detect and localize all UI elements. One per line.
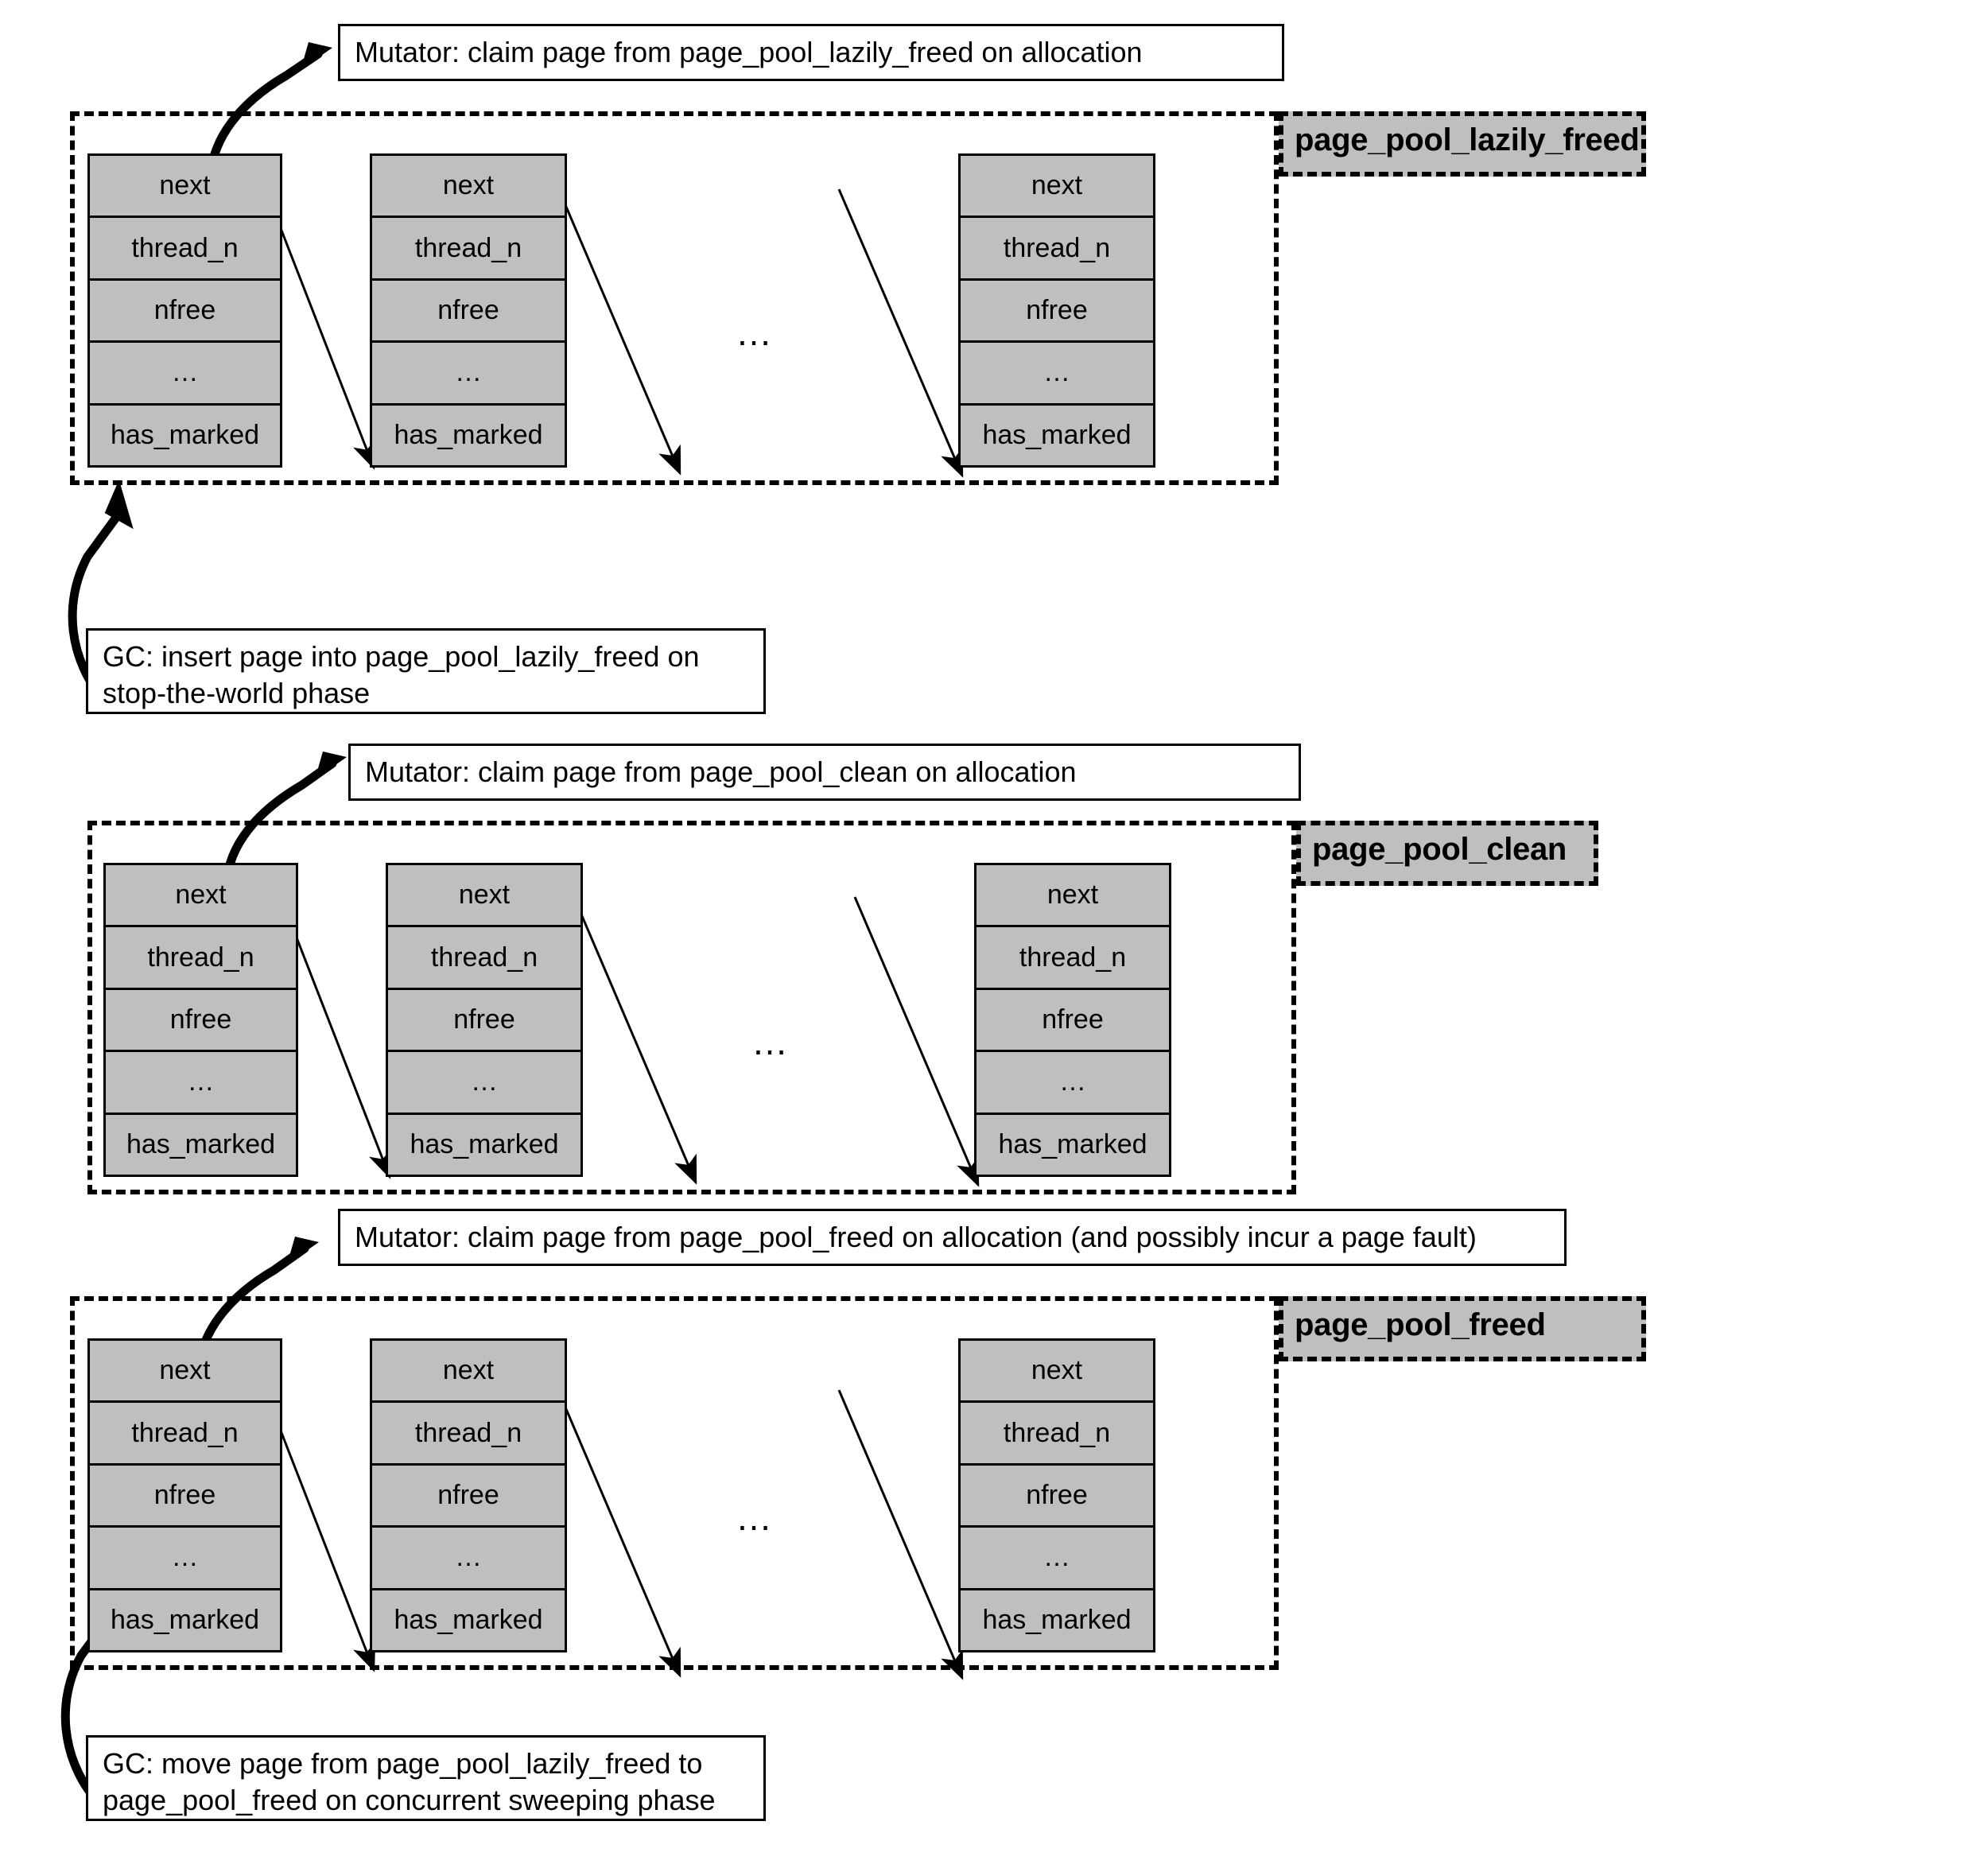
page-block: next thread_n nfree … has_marked: [958, 153, 1155, 468]
page-block: next thread_n nfree … has_marked: [370, 1338, 567, 1652]
page-field-next: next: [961, 156, 1153, 219]
callout-gc-freed: GC: move page from page_pool_lazily_free…: [86, 1735, 766, 1821]
page-block: next thread_n nfree … has_marked: [103, 863, 298, 1177]
page-field-ellipsis: …: [90, 1528, 280, 1590]
page-field-thread-n: thread_n: [372, 1403, 565, 1466]
page-field-ellipsis: …: [372, 343, 565, 406]
blocks-gap-ellipsis: …: [751, 1021, 793, 1062]
page-field-thread-n: thread_n: [372, 218, 565, 281]
pool-container-lazily-freed: [70, 111, 1279, 485]
page-field-nfree: nfree: [961, 1466, 1153, 1528]
callout-mutator-lazily-freed: Mutator: claim page from page_pool_lazil…: [338, 24, 1284, 81]
blocks-gap-ellipsis: …: [736, 312, 777, 353]
page-field-next: next: [90, 156, 280, 219]
page-field-next: next: [90, 1341, 280, 1404]
page-block: next thread_n nfree … has_marked: [958, 1338, 1155, 1652]
page-field-nfree: nfree: [90, 281, 280, 344]
page-field-ellipsis: …: [372, 1528, 565, 1590]
page-field-has-marked: has_marked: [982, 1604, 1132, 1635]
page-field-ellipsis: …: [388, 1052, 580, 1115]
page-field-has-marked: has_marked: [982, 419, 1132, 450]
page-field-nfree: nfree: [372, 1466, 565, 1528]
pool-tag-lazily-freed: page_pool_lazily_freed: [1279, 111, 1646, 177]
pool-tag-freed: page_pool_freed: [1279, 1296, 1646, 1361]
callout-gc-lazily-freed: GC: insert page into page_pool_lazily_fr…: [86, 628, 766, 714]
page-field-has-marked: has_marked: [110, 1604, 260, 1635]
page-block: next thread_n nfree … has_marked: [386, 863, 583, 1177]
pool-container-freed: [70, 1296, 1279, 1670]
page-field-nfree: nfree: [388, 990, 580, 1053]
page-field-has-marked: has_marked: [394, 1604, 543, 1635]
page-field-thread-n: thread_n: [977, 927, 1169, 990]
page-field-has-marked: has_marked: [998, 1128, 1147, 1159]
page-field-thread-n: thread_n: [388, 927, 580, 990]
page-field-nfree: nfree: [977, 990, 1169, 1053]
page-field-nfree: nfree: [961, 281, 1153, 344]
page-field-nfree: nfree: [90, 1466, 280, 1528]
page-field-ellipsis: …: [961, 343, 1153, 406]
callout-mutator-freed: Mutator: claim page from page_pool_freed…: [338, 1209, 1567, 1266]
blocks-gap-ellipsis: …: [736, 1497, 777, 1538]
page-field-ellipsis: …: [977, 1052, 1169, 1115]
page-field-ellipsis: …: [106, 1052, 296, 1115]
page-field-has-marked: has_marked: [126, 1128, 276, 1159]
pool-tag-clean: page_pool_clean: [1296, 821, 1598, 886]
page-field-next: next: [106, 865, 296, 928]
page-field-ellipsis: …: [90, 343, 280, 406]
page-field-ellipsis: …: [961, 1528, 1153, 1590]
page-field-next: next: [977, 865, 1169, 928]
page-field-thread-n: thread_n: [961, 218, 1153, 281]
page-field-has-marked: has_marked: [410, 1128, 559, 1159]
callout-mutator-clean: Mutator: claim page from page_pool_clean…: [348, 744, 1301, 801]
page-field-next: next: [388, 865, 580, 928]
pool-container-clean: [87, 821, 1296, 1194]
page-field-next: next: [372, 1341, 565, 1404]
page-block: next thread_n nfree … has_marked: [974, 863, 1171, 1177]
page-field-next: next: [961, 1341, 1153, 1404]
page-field-nfree: nfree: [106, 990, 296, 1053]
page-block: next thread_n nfree … has_marked: [370, 153, 567, 468]
page-field-thread-n: thread_n: [961, 1403, 1153, 1466]
page-field-has-marked: has_marked: [394, 419, 543, 450]
page-field-has-marked: has_marked: [110, 419, 260, 450]
page-block: next thread_n nfree … has_marked: [87, 153, 282, 468]
page-field-nfree: nfree: [372, 281, 565, 344]
page-field-thread-n: thread_n: [90, 1403, 280, 1466]
page-field-next: next: [372, 156, 565, 219]
page-field-thread-n: thread_n: [106, 927, 296, 990]
page-block: next thread_n nfree … has_marked: [87, 1338, 282, 1652]
page-field-thread-n: thread_n: [90, 218, 280, 281]
